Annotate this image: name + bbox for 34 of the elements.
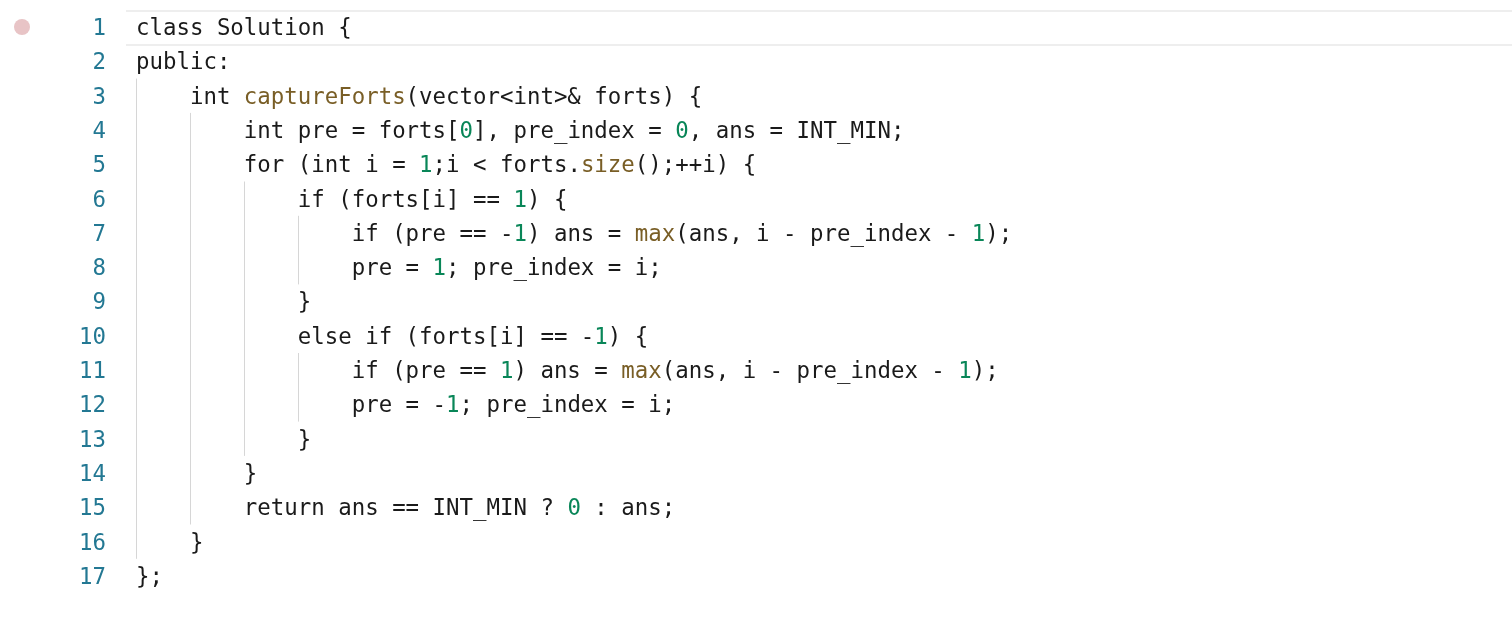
code-line: pre = 1; pre_index = i; (350, 253, 662, 283)
code-line: } (188, 527, 204, 557)
line-number: 15 (78, 493, 106, 523)
code-line: } (242, 458, 258, 488)
line-number: 7 (91, 218, 106, 248)
line-number: 9 (91, 287, 106, 317)
code-line: if (pre == -1) ans = max(ans, i - pre_index - 1); (350, 218, 1013, 249)
code-line: return ans == INT_MIN ? 0 : ans; (242, 493, 676, 523)
code-line: else if (forts[i] == -1) { (296, 321, 649, 351)
line-number: 16 (78, 527, 106, 557)
code-line: int pre = forts[0], pre_index = 0, ans = INT_MIN; (242, 115, 905, 146)
line-number: 5 (91, 150, 106, 180)
line-number: 14 (78, 458, 106, 488)
line-number: 6 (91, 184, 106, 214)
code-line: pre = -1; pre_index = i; (350, 390, 676, 420)
line-number: 3 (91, 81, 106, 111)
code-line: }; (136, 561, 163, 591)
code-line: class Solution { (136, 13, 352, 42)
code-line: } (296, 287, 312, 317)
line-number: 1 (91, 13, 106, 42)
code-line: } (296, 424, 312, 454)
code-line: if (forts[i] == 1) { (296, 184, 568, 214)
line-number: 11 (78, 356, 106, 385)
code-line: public: (136, 47, 231, 77)
line-number: 12 (78, 390, 106, 420)
line-number: 8 (91, 253, 106, 283)
code-line: for (int i = 1;i < forts.size();++i) { (242, 150, 757, 180)
code-line: int captureForts(vector<int>& forts) { (188, 81, 703, 111)
line-number: 4 (91, 115, 106, 145)
line-number: 13 (78, 424, 106, 454)
line-number: 10 (78, 321, 106, 351)
line-number: 17 (78, 561, 106, 591)
code-line: if (pre == 1) ans = max(ans, i - pre_index - 1); (350, 356, 999, 386)
line-number: 2 (91, 47, 106, 77)
